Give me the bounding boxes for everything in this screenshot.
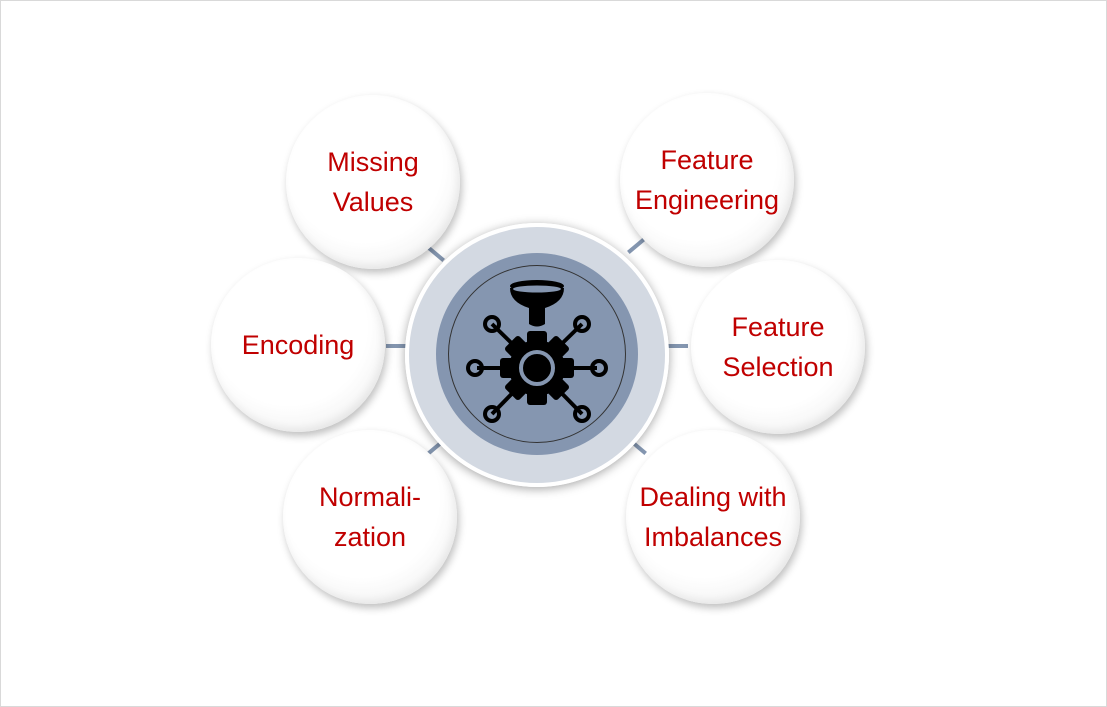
center-hub-ring xyxy=(448,265,626,443)
node-label-line: Normali- xyxy=(318,482,421,512)
node-label-line: Missing xyxy=(327,147,419,177)
node-label-line: Feature xyxy=(660,145,754,175)
node-encoding: Encoding xyxy=(211,258,385,432)
connector-encoding xyxy=(386,344,406,348)
node-label-line: Selection xyxy=(722,352,834,382)
node-normalization: Normali-zation xyxy=(283,430,457,604)
node-label-line: Encoding xyxy=(241,330,355,360)
node-label-line: Dealing with xyxy=(639,482,787,512)
node-label-line: Values xyxy=(332,187,414,217)
node-label-line: Feature xyxy=(731,312,825,342)
connector-feature-selection xyxy=(668,344,688,348)
data-preprocessing-gear-funnel-icon xyxy=(466,280,608,423)
node-label-line: Engineering xyxy=(634,185,780,215)
node-label-line: Imbalances xyxy=(643,522,783,552)
node-label-line: zation xyxy=(333,522,407,552)
